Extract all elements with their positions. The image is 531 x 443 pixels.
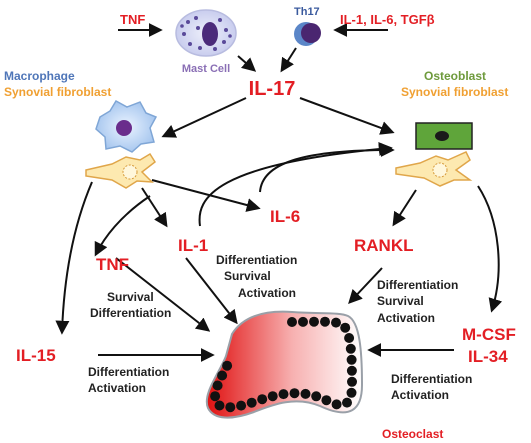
synovial-fibroblast-left-icon [85,152,156,189]
ruffled-border-bead [345,343,356,354]
arrow-fibroblast-to-mcsf [477,185,503,313]
il1-effect-line-3: Activation [238,286,296,300]
il1-effect-line-1: Differentiation [216,253,297,267]
th17-label: Th17 [294,6,320,18]
ruffled-border-bead [278,389,289,400]
rankl-effect-line-3: Activation [377,311,435,325]
osteoclast-cell-icon [205,310,364,419]
tnf-top-label: TNF [120,12,145,27]
ruffled-border-bead [311,391,322,402]
arrow-fibroblast-to-il15 [55,181,93,335]
synovial-fibroblast-right-label: Synovial fibroblast [401,85,508,99]
mcsf-label: M-CSF [462,325,516,344]
arrow-fibroblast-to-il1 [141,187,168,228]
rankl-label: RANKL [354,236,414,255]
inducers-label: IL-1, IL-6, TGFβ [340,12,435,27]
ruffled-border-bead [267,391,278,402]
synovial-fibroblast-left-label: Synovial fibroblast [4,85,111,99]
ruffled-border-bead [300,388,311,399]
tnf-effect-line-1: Survival [107,290,154,304]
arrow-rankl-to-osteoclast [348,267,383,305]
arrow-il6-to-osteoblast [259,143,395,193]
ruffled-border-bead [210,391,221,402]
il6-label: IL-6 [270,207,300,226]
arrow-fibroblast-to-rankl [392,189,417,227]
tnf-mid-label: TNF [96,255,129,274]
il15-effect-line-2: Activation [88,381,146,395]
il17-label: IL-17 [249,78,296,100]
macrophage-label: Macrophage [4,69,75,83]
ruffled-border-bead [331,317,341,328]
macrophage-icon [95,99,158,153]
tnf-effect-line-2: Differentiation [90,306,171,320]
arrow-il17-to-osteoblast [299,97,395,135]
arrows [55,23,503,362]
ruffled-border-bead [217,370,228,381]
ruffled-border-bead [346,387,357,398]
rankl-effect-line-2: Survival [377,294,424,308]
ruffled-border-bead [287,317,297,327]
ruffled-border-bead [289,388,300,399]
ruffled-border-bead [321,395,332,406]
il15-effect-line-1: Differentiation [88,365,169,379]
mcsf-effect-line-1: Differentiation [391,372,472,386]
ruffled-border-bead [236,400,247,411]
ruffled-border-bead [347,376,357,387]
ruffled-border-bead [214,400,225,411]
il34-label: IL-34 [468,347,508,366]
arrow-il1-to-osteoblast [198,142,393,227]
arrow-th17-to-il17 [280,47,297,73]
ruffled-border-bead [212,380,223,391]
ruffled-border-bead [222,360,233,371]
arrow-fibroblast-to-il6 [151,179,261,212]
ruffled-border-bead [257,394,268,405]
il15-label: IL-15 [16,346,56,365]
th17-cell-icon [294,22,321,46]
arrow-il17-to-macrophage [161,97,247,138]
arrow-fibroblast-to-tnf [94,195,151,257]
arrow-il1-to-osteoclast [185,257,238,325]
ruffled-border-bead [346,365,357,376]
ruffled-border-bead [246,397,257,408]
mast-cell-icon [175,9,237,57]
mast-cell-label: Mast Cell [182,63,230,75]
arrow-tnf-to-osteoclast [115,257,211,332]
ruffled-border-bead [225,402,236,413]
rankl-effect-line-1: Differentiation [377,278,458,292]
synovial-fibroblast-right-icon [395,151,473,187]
osteoclast-label: Osteoclast [382,427,443,441]
ruffled-border-bead [298,316,308,327]
ruffled-border-bead [331,399,342,410]
ruffled-border-bead [340,322,351,333]
ruffled-border-bead [346,354,357,365]
osteoblast-label: Osteoblast [424,69,486,83]
ruffled-border-bead [342,397,352,408]
osteoblast-icon [415,122,473,150]
il1-effect-line-2: Survival [224,269,271,283]
ruffled-border-bead [344,333,355,343]
il1-label: IL-1 [178,236,208,255]
arrow-mastcell-to-il17 [237,55,257,72]
ruffled-border-bead [320,316,330,327]
ruffled-border-bead [309,316,319,327]
mcsf-effect-line-2: Activation [391,388,449,402]
